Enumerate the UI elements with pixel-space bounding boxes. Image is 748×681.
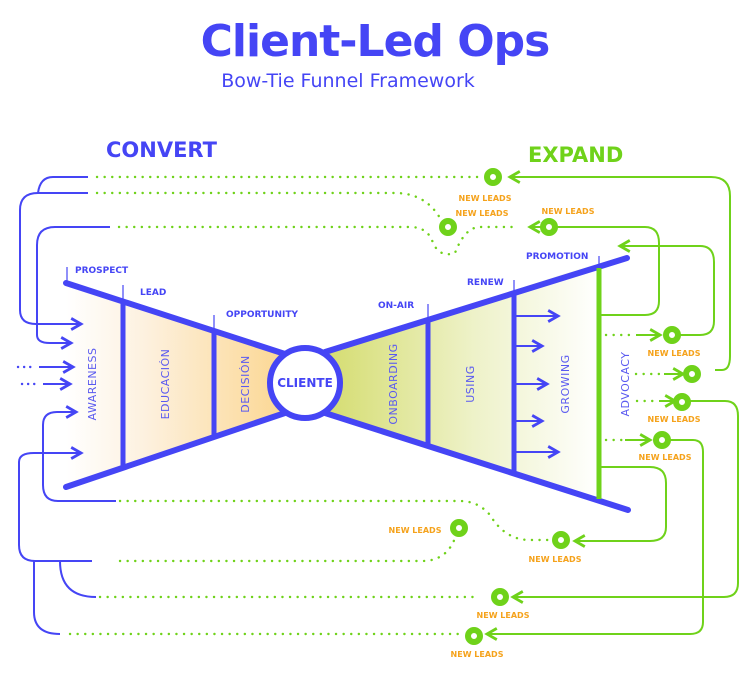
phase-awareness: AWARENESS	[86, 348, 99, 421]
expand-top-edge	[322, 255, 630, 355]
dotted-lead-lines	[68, 175, 662, 636]
stage-on-air: ON-AIR	[378, 301, 414, 311]
new-leads-node[interactable]	[653, 431, 671, 449]
convert-bottom-edge	[63, 410, 288, 490]
stage-renew: RENEW	[467, 278, 504, 288]
new-leads-node[interactable]	[484, 168, 502, 186]
cliente-label: CLIENTE	[277, 376, 333, 390]
expand-feedback-lines	[487, 177, 739, 634]
new-leads-label: NEW LEADS	[389, 526, 442, 535]
new-leads-node[interactable]	[450, 519, 468, 537]
page-subtitle: Bow-Tie Funnel Framework	[221, 70, 475, 92]
new-leads-nodes	[439, 168, 701, 645]
new-leads-node[interactable]	[683, 365, 701, 383]
new-leads-label: NEW LEADS	[451, 650, 504, 659]
cliente-circle[interactable]	[267, 345, 343, 421]
new-leads-label: NEW LEADS	[648, 415, 701, 424]
stage-lead: LEAD	[140, 288, 166, 298]
expand-heading: EXPAND	[528, 143, 623, 167]
new-leads-label: NEW LEADS	[477, 611, 530, 620]
new-leads-label: NEW LEADS	[459, 194, 512, 203]
page-title: Client-Led Ops	[201, 16, 550, 67]
phase-advocacy: ADVOCACY	[619, 351, 632, 416]
convert-heading: CONVERT	[106, 138, 218, 162]
new-leads-label: NEW LEADS	[529, 555, 582, 564]
expand-bottom-edge	[322, 410, 631, 513]
new-leads-node[interactable]	[552, 531, 570, 549]
growing-arrows	[516, 316, 558, 452]
new-leads-label: NEW LEADS	[648, 349, 701, 358]
new-leads-node[interactable]	[673, 393, 691, 411]
phase-onboarding: ONBOARDING	[387, 343, 400, 424]
phase-education: EDUCACIÓN	[159, 349, 172, 420]
new-leads-node[interactable]	[465, 627, 483, 645]
new-leads-node[interactable]	[540, 218, 558, 236]
stage-opportunity: OPPORTUNITY	[226, 310, 298, 320]
phase-growing: GROWING	[559, 354, 572, 413]
new-leads-node[interactable]	[663, 326, 681, 344]
convert-feedback-lines	[16, 176, 116, 635]
convert-top-edge	[63, 280, 288, 357]
new-leads-node[interactable]	[491, 588, 509, 606]
phase-decision: DECISIÓN	[239, 355, 252, 412]
phase-using: USING	[464, 365, 477, 403]
new-leads-node[interactable]	[439, 218, 457, 236]
new-leads-label: NEW LEADS	[542, 207, 595, 216]
new-leads-label: NEW LEADS	[639, 453, 692, 462]
stage-promotion: PROMOTION	[526, 252, 588, 262]
expand-funnel-fill	[322, 262, 600, 497]
new-leads-label: NEW LEADS	[456, 209, 509, 218]
stage-prospect: PROSPECT	[75, 266, 129, 276]
